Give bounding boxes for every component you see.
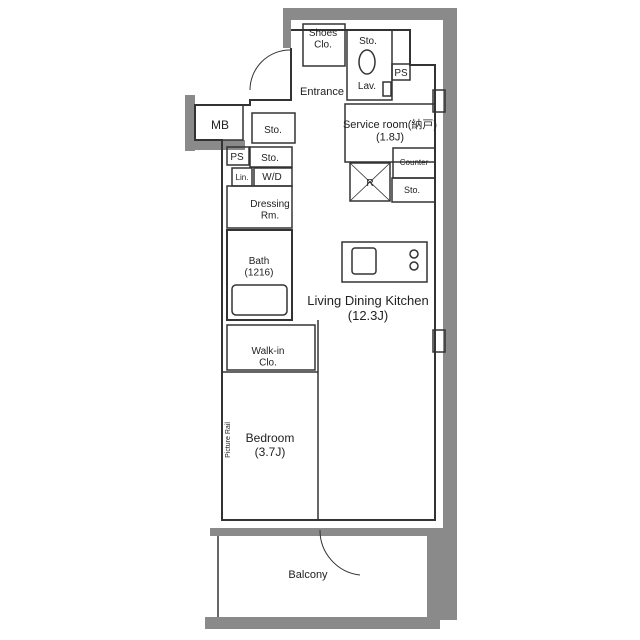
storage-wd-label: Sto. — [261, 153, 279, 164]
picture-rail-label: Picture Rail — [225, 422, 232, 458]
linen-label: Lin. — [236, 173, 249, 182]
ps-top-box — [391, 63, 411, 81]
storage-top-label: Sto. — [359, 36, 377, 47]
storage-kitchen-box — [391, 177, 436, 203]
balcony-wall-right — [427, 528, 457, 620]
bath-label: Bath(1216) — [245, 256, 274, 279]
storage-kitchen-label: Sto. — [404, 185, 420, 195]
mb-box — [194, 104, 244, 141]
entrance-door-arc — [249, 49, 291, 91]
walk-in-closet-box — [226, 324, 316, 371]
wall-bottom — [210, 528, 457, 536]
counter-label: Counter — [400, 158, 429, 167]
window-marker — [432, 89, 446, 113]
washer-dryer-label: W/D — [262, 172, 281, 183]
storage-wd-box — [249, 146, 293, 168]
entrance-label: Entrance — [300, 86, 344, 98]
lav-sink-icon — [382, 81, 392, 97]
ps-top-label: PS — [394, 68, 408, 79]
toilet-icon — [358, 49, 376, 75]
sink-icon — [351, 247, 377, 275]
wall-top — [283, 8, 455, 20]
lavatory-label: Lav. — [358, 81, 376, 92]
ps-mid-label: PS — [230, 152, 244, 163]
shoes-closet-box — [302, 23, 346, 67]
balcony-door-arc — [319, 529, 361, 576]
storage-hall-label: Sto. — [264, 125, 282, 136]
wall-left-upper — [283, 8, 291, 48]
fridge-cross — [349, 162, 391, 202]
bath-room-box — [226, 229, 293, 321]
bedroom-label: Bedroom(3.7J) — [246, 431, 295, 459]
bathtub-icon — [231, 284, 288, 316]
stove-burner-icon — [409, 249, 419, 259]
fridge-label: R — [366, 178, 373, 189]
service-room-box — [344, 103, 436, 163]
wall-mb — [185, 95, 195, 151]
wall-mb-bottom — [185, 140, 245, 150]
kitchen-counter — [341, 241, 428, 283]
ldk-label: Living Dining Kitchen(12.3J) — [307, 293, 428, 323]
balcony-label: Balcony — [288, 569, 328, 581]
stove-burner-icon — [409, 261, 419, 271]
balcony-rail — [205, 617, 440, 629]
wall-right — [443, 8, 457, 528]
mb-label: MB — [211, 118, 229, 132]
ps-mid-box — [226, 146, 250, 166]
window-marker — [432, 329, 446, 353]
storage-hall-box — [251, 112, 296, 144]
service-room-label: Service room(納戸)(1.8J) — [343, 118, 437, 144]
dressing-room-box — [226, 185, 293, 229]
fridge-box — [349, 162, 391, 202]
